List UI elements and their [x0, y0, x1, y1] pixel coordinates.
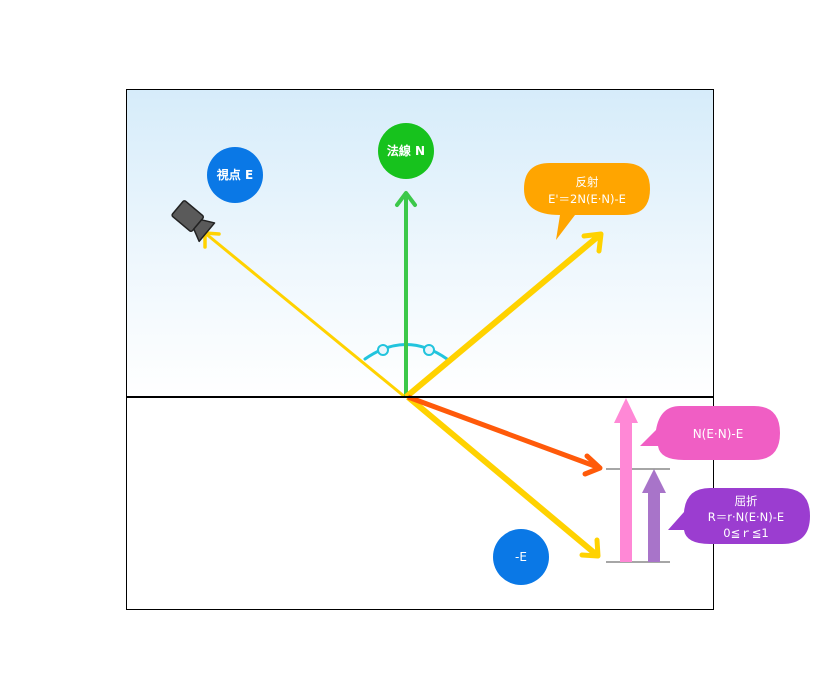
reflection-title: 反射: [576, 175, 599, 189]
refraction-formula: R＝r·N(E·N)-E: [708, 510, 784, 524]
eye-label-bubble: 視点 E: [207, 147, 263, 203]
negative-e-label: -E: [515, 550, 527, 564]
normal-label-bubble: 法線 N: [378, 123, 434, 179]
eye-label: 視点 E: [216, 167, 253, 182]
refraction-label-bubble: 屈折 R＝r·N(E·N)-E 0≦ｒ≦1: [668, 488, 810, 544]
video-camera-icon: [171, 200, 216, 243]
lower-medium: [126, 397, 714, 610]
reflected-arrow: [404, 231, 604, 400]
refract-block-arrow: [642, 469, 666, 562]
diagram-frame: [126, 89, 714, 610]
nen-label-bubble: N(E·N)-E: [640, 406, 780, 460]
nen-label: N(E·N)-E: [693, 427, 744, 441]
normal-label: 法線 N: [387, 143, 425, 158]
nen-block-arrow: [614, 398, 638, 562]
negative-e-label-bubble: -E: [493, 529, 549, 585]
negative-e-arrow: [406, 394, 601, 559]
refraction-title: 屈折: [735, 494, 758, 508]
reflection-formula: E'＝2N(E·N)-E: [548, 192, 626, 206]
normal-arrow: [395, 191, 417, 397]
refracted-arrow: [407, 394, 603, 477]
reflection-label-bubble: 反射 E'＝2N(E·N)-E: [524, 163, 650, 240]
refraction-range: 0≦ｒ≦1: [723, 526, 768, 540]
